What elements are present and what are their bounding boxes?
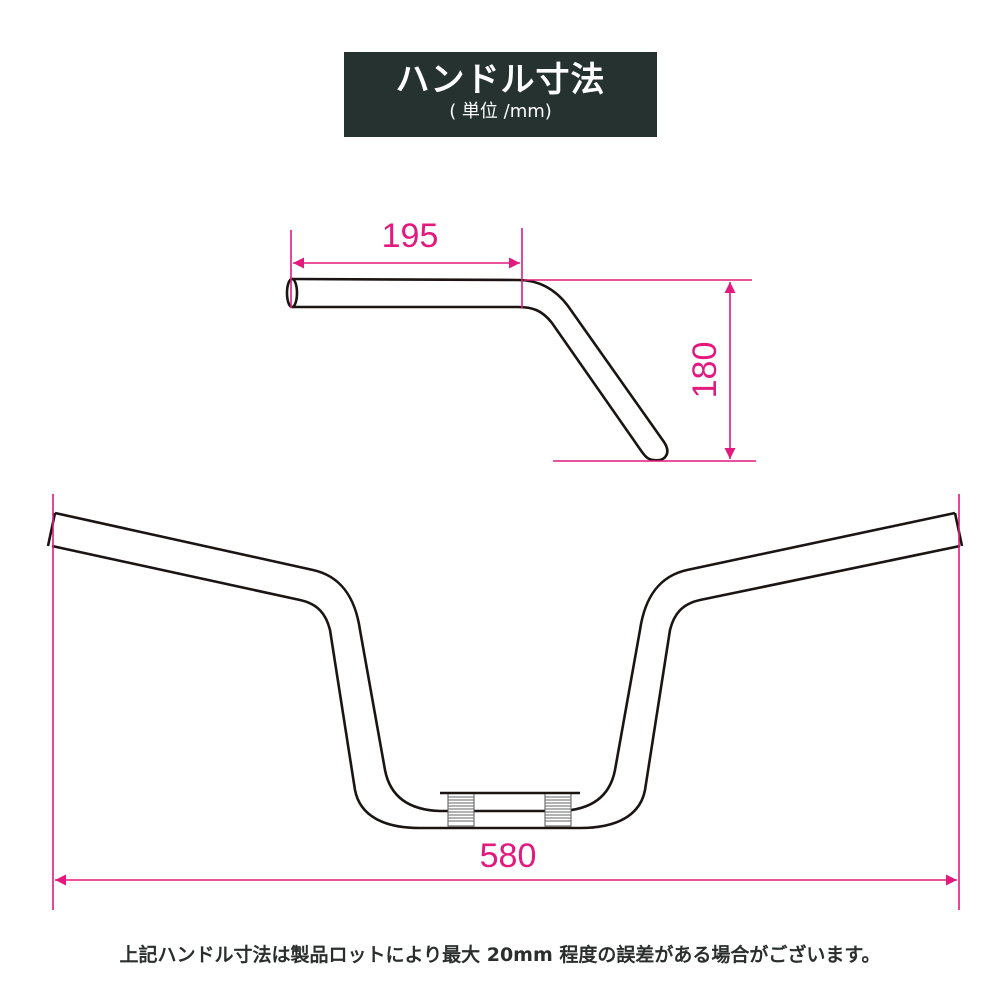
grip-length-label: 195 bbox=[382, 217, 439, 255]
front-view-dimensions bbox=[52, 494, 960, 910]
knurled-clamp-area-right bbox=[544, 792, 572, 827]
side-view-dimensions bbox=[290, 228, 756, 462]
front-view-handlebar bbox=[46, 511, 964, 830]
rise-label: 180 bbox=[686, 342, 724, 399]
title-banner: ハンドル寸法 ( 単位 /mm) bbox=[344, 52, 657, 137]
unit-label: ( 単位 /mm) bbox=[449, 101, 552, 122]
width-label: 580 bbox=[480, 837, 537, 875]
knurled-clamp-area-left bbox=[447, 792, 475, 827]
page-title: ハンドル寸法 bbox=[395, 60, 606, 100]
tolerance-note: 上記ハンドル寸法は製品ロットにより最大 20mm 程度の誤差がある場合がございま… bbox=[119, 944, 881, 966]
side-view-handlebar bbox=[285, 277, 669, 462]
